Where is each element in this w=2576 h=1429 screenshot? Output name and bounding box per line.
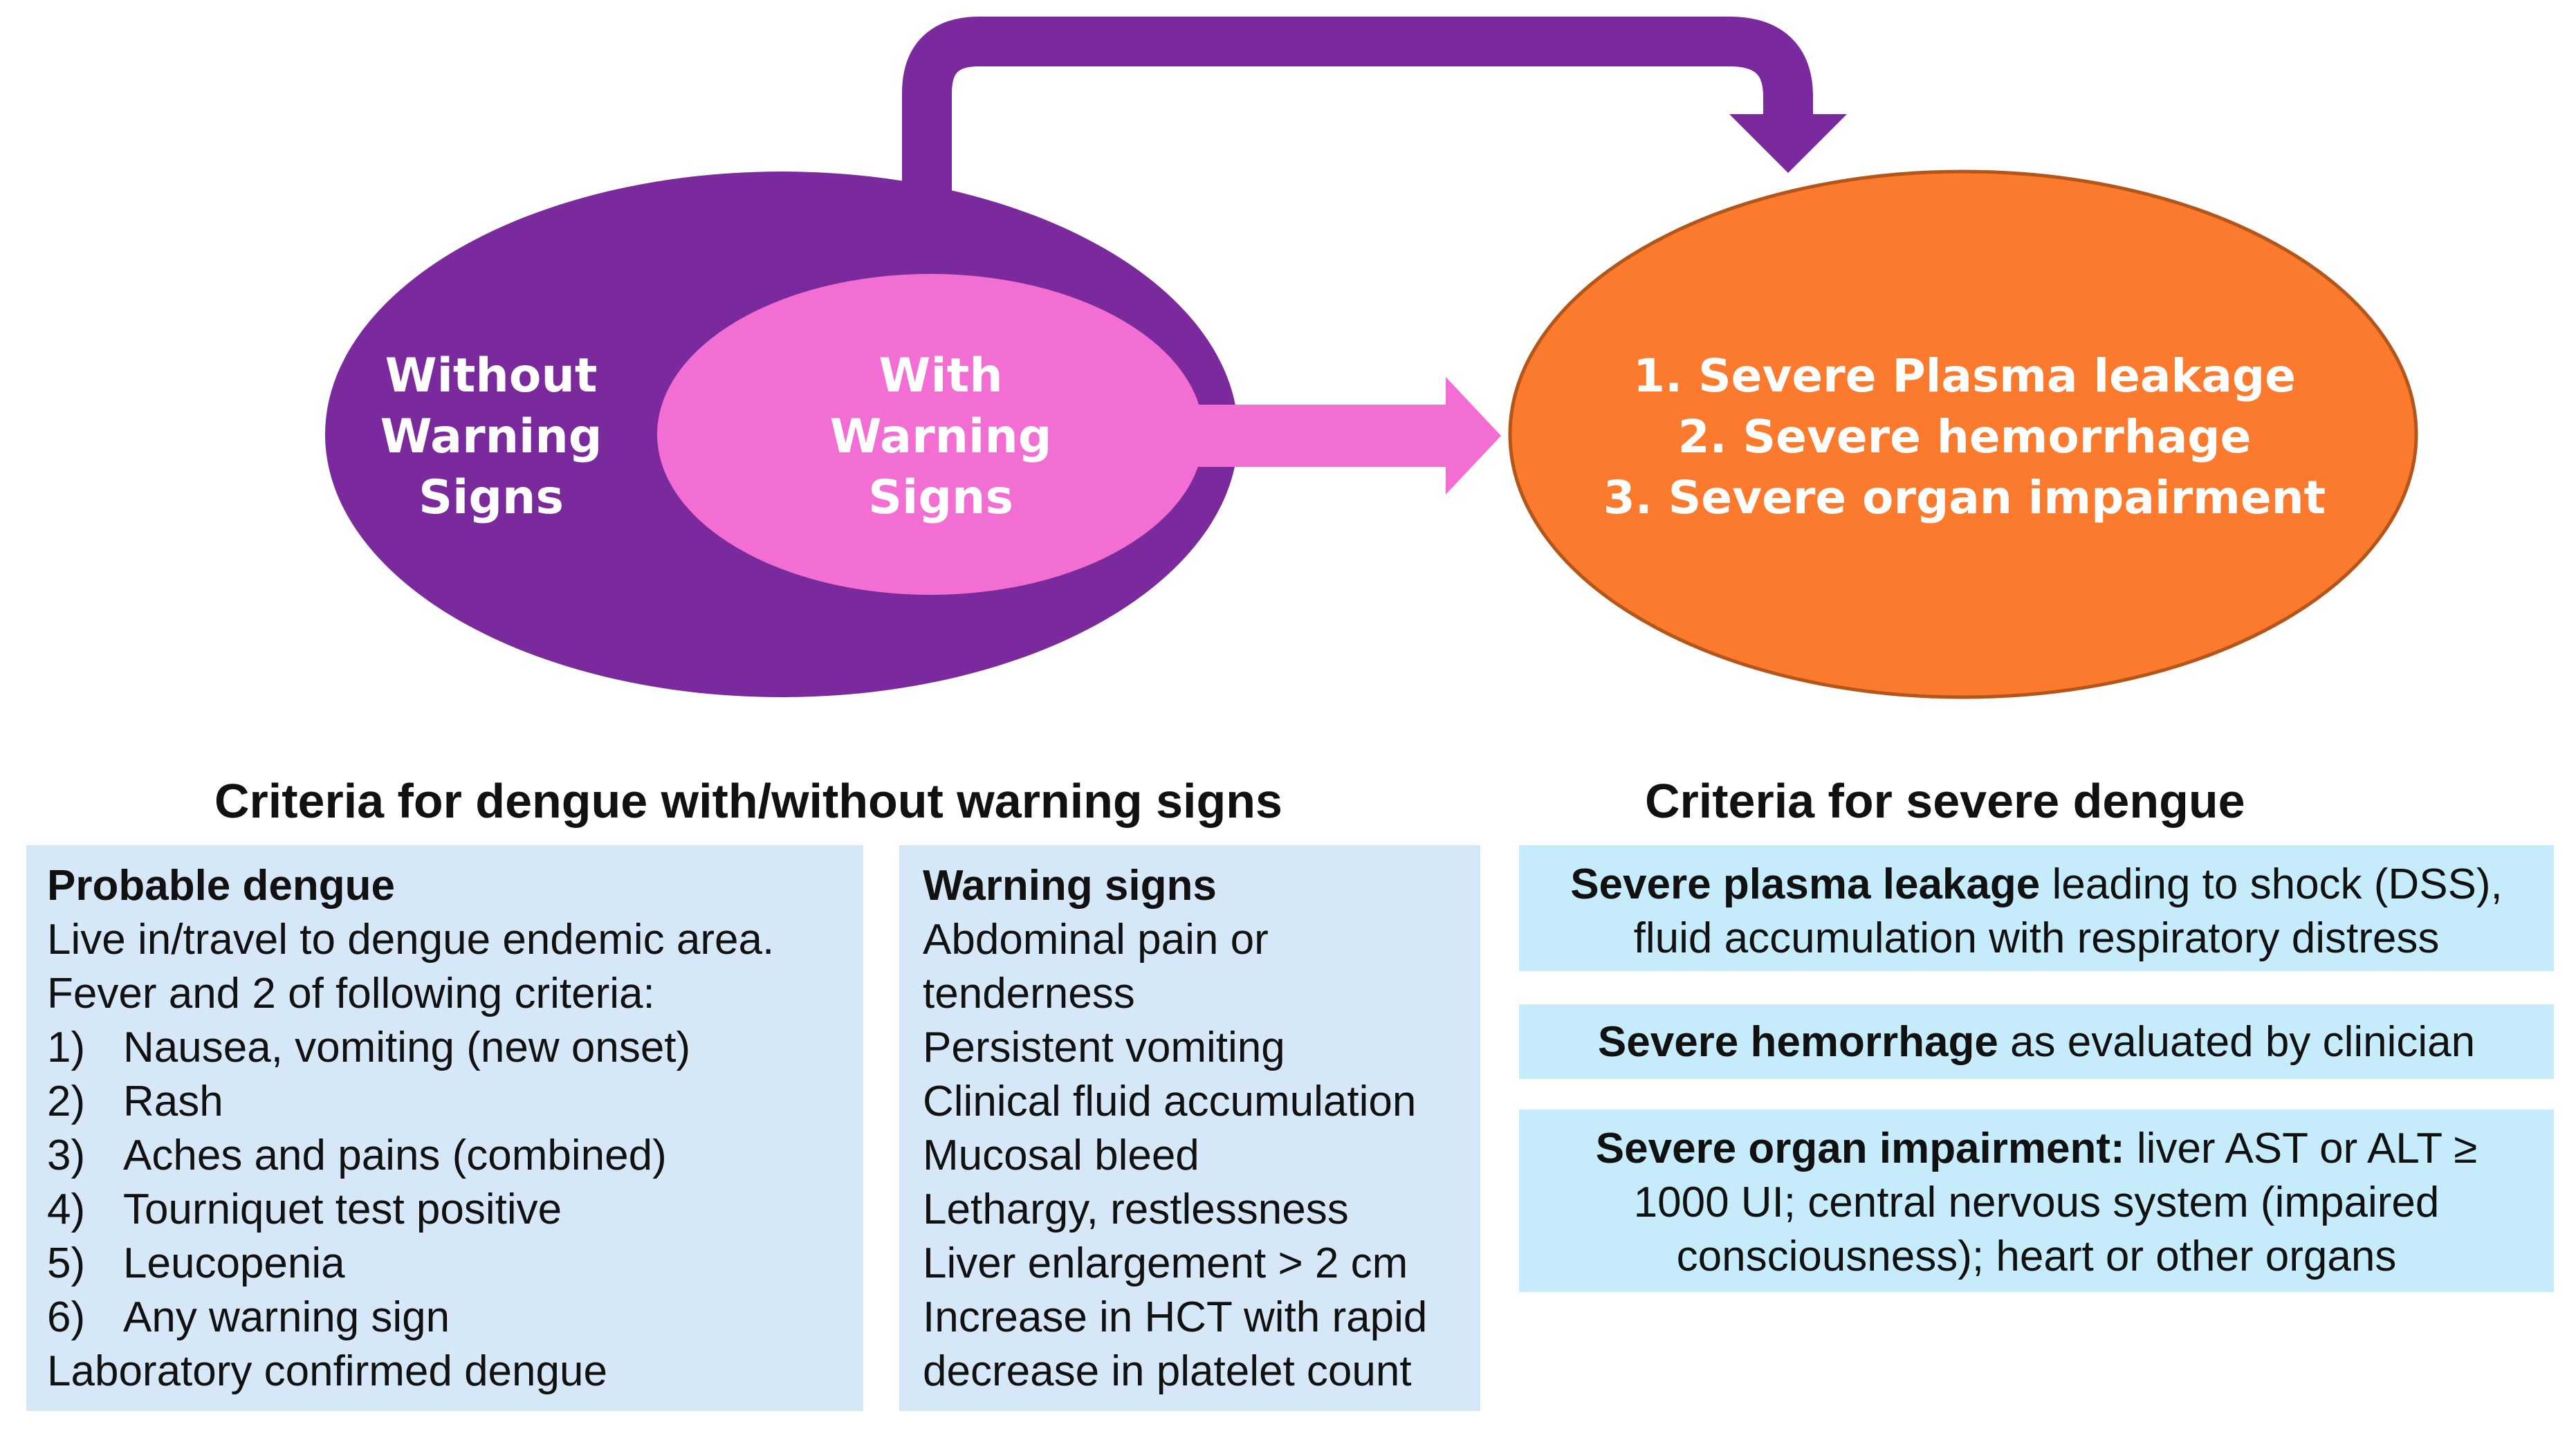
severe-organ-text: liver AST or ALT ≥ [2124,1125,2478,1172]
warning-line: Increase in HCT with rapid [923,1293,1428,1341]
warning-line: Liver enlargement > 2 cm [923,1239,1408,1287]
criteria-number: 3) [47,1132,86,1179]
severe-hemorrhage-box: Severe hemorrhage as evaluated by clinic… [1519,1004,2554,1079]
severe-plasma-box: Severe plasma leakage leading to shock (… [1519,845,2554,971]
straight-arrow-head [1446,377,1501,495]
criteria-item: 3) Aches and pains (combined) [47,1129,863,1183]
severe-plasma-text: leading to shock (DSS), [2040,860,2503,908]
warning-line: Lethargy, restlessness [923,1186,1349,1233]
with-warning-label: With Warning Signs [829,349,1052,525]
criteria-item: 6) Any warning sign [47,1291,863,1345]
criteria-text: Nausea, vomiting (new onset) [123,1024,691,1071]
criteria-item: 5) Leucopenia [47,1237,863,1291]
severe-outcome-item: 2. Severe hemorrhage [1677,410,2252,463]
criteria-item: 4) Tourniquet test positive [47,1183,863,1237]
severe-organ-box: Severe organ impairment: liver AST or AL… [1519,1109,2554,1292]
warning-line: decrease in platelet count [923,1347,1412,1395]
criteria-number: 5) [47,1239,86,1287]
severe-outcome-item: 1. Severe Plasma leakage [1633,349,2296,403]
criteria-text: Aches and pains (combined) [123,1132,667,1179]
criteria-text: Any warning sign [123,1293,450,1341]
straight-arrow-shaft [1176,405,1453,467]
severe-outcomes-list: 1. Severe Plasma leakage 2. Severe hemor… [1584,346,2345,528]
probable-dengue-heading: Probable dengue [47,862,395,910]
criteria-text: Leucopenia [123,1239,345,1287]
criteria-number: 6) [47,1293,86,1341]
criteria-item: 2) Rash [47,1075,863,1129]
severe-outcome-item: 3. Severe organ impairment [1603,471,2326,524]
criteria-item: 1) Nausea, vomiting (new onset) [47,1021,863,1075]
warning-line: Persistent vomiting [923,1024,1285,1071]
criteria-number: 2) [47,1078,86,1125]
left-section-title: Criteria for dengue with/without warning… [214,774,1282,828]
warning-line: Clinical fluid accumulation [923,1078,1417,1125]
warning-line: Abdominal pain or [923,916,1269,964]
probable-footer: Laboratory confirmed dengue [47,1347,607,1395]
severe-dengue-oval [1508,169,2418,699]
curved-arrow-head [1729,114,1847,173]
severe-plasma-title: Severe plasma leakage [1570,860,2041,908]
curved-arrow-shaft [902,17,1813,214]
severe-organ-text-3: consciousness); heart or other organs [1676,1233,2397,1280]
with-warning-oval [657,274,1204,595]
severe-plasma-text-2: fluid accumulation with respiratory dist… [1633,914,2440,962]
criteria-number: 4) [47,1186,86,1233]
criteria-text: Rash [123,1078,223,1125]
warning-line: tenderness [923,970,1135,1017]
probable-dengue-box: Probable dengue Live in/travel to dengue… [26,845,863,1411]
criteria-text: Tourniquet test positive [123,1186,562,1233]
severe-organ-title: Severe organ impairment: [1595,1125,2125,1172]
severe-hemorrhage-title: Severe hemorrhage [1597,1018,1998,1066]
probable-line: Fever and 2 of following criteria: [47,970,655,1017]
warning-line: Mucosal bleed [923,1132,1199,1179]
probable-line: Live in/travel to dengue endemic area. [47,916,775,964]
right-section-title: Criteria for severe dengue [1645,774,2245,828]
warning-signs-heading: Warning signs [923,862,1217,910]
warning-signs-box: Warning signs Abdominal pain or tenderne… [899,845,1480,1411]
severe-hemorrhage-text: as evaluated by clinician [1998,1018,2476,1066]
without-warning-label: Without Warning Signs [380,349,602,525]
criteria-number: 1) [47,1024,86,1071]
severe-organ-text-2: 1000 UI; central nervous system (impaire… [1633,1179,2440,1226]
